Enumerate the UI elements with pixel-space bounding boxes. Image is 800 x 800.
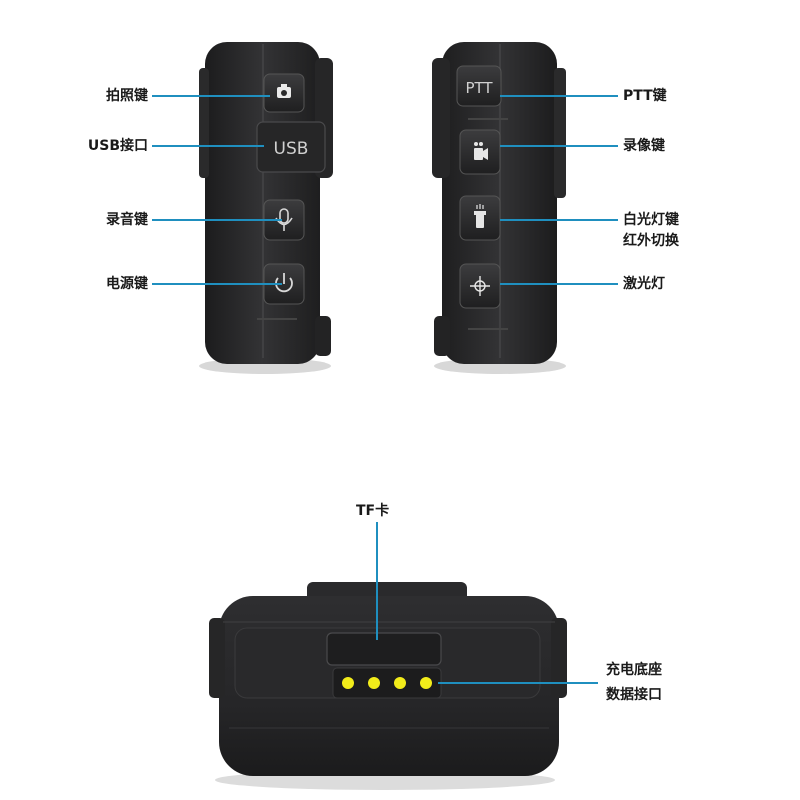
laser-light-leader-line — [500, 283, 618, 285]
tf-card-slot[interactable] — [326, 632, 442, 666]
video-key-leader-line — [500, 145, 618, 147]
laser-button[interactable] — [459, 263, 501, 309]
tf-card-leader-line — [376, 522, 378, 640]
camera-icon — [277, 84, 291, 98]
power-icon — [275, 273, 293, 293]
bottom-device-view — [209, 582, 567, 790]
power-key-leader-line — [152, 283, 282, 285]
flashlight-icon — [474, 204, 486, 228]
flashlight-button[interactable] — [459, 195, 501, 241]
flashlight-key-label-line2: 红外切换 — [623, 233, 679, 249]
ptt-button-text: PTT — [465, 79, 493, 97]
video-key-label: 录像键 — [623, 138, 665, 154]
flashlight-key-label-line1: 白光灯键 — [623, 212, 679, 228]
laser-crosshair-icon — [470, 276, 490, 296]
record-audio-leader-line — [152, 219, 282, 221]
ptt-button[interactable]: PTT — [456, 65, 502, 107]
charging-port-label-line1: 充电底座 — [606, 662, 662, 678]
usb-port-text: USB — [274, 139, 309, 159]
tf-card-label: TF卡 — [356, 503, 390, 519]
photo-key-leader-line — [152, 95, 270, 97]
camera-button[interactable] — [263, 73, 305, 113]
usb-port-leader-line — [152, 145, 264, 147]
flashlight-key-leader-line — [500, 219, 618, 221]
record-audio-key-label: 录音键 — [106, 212, 148, 228]
record-audio-button[interactable] — [263, 199, 305, 241]
charging-pin — [420, 677, 432, 689]
charging-pin — [342, 677, 354, 689]
power-key-label: 电源键 — [106, 276, 148, 292]
charging-pin — [368, 677, 380, 689]
ptt-key-leader-line — [500, 95, 618, 97]
ptt-key-label: PTT键 — [623, 88, 667, 104]
charging-port-leader-line — [438, 682, 598, 684]
laser-light-label: 激光灯 — [623, 276, 665, 292]
usb-port-cover[interactable]: USB — [256, 121, 326, 173]
charging-pin — [394, 677, 406, 689]
usb-port-label: USB接口 — [87, 138, 148, 154]
left-side-device-view: USB — [199, 42, 333, 374]
video-camera-icon — [474, 142, 488, 160]
photo-key-label: 拍照键 — [106, 88, 148, 104]
right-side-device-view: PTT — [432, 42, 566, 374]
video-button[interactable] — [459, 129, 501, 175]
charging-data-port — [332, 667, 442, 699]
charging-port-label-line2: 数据接口 — [606, 687, 662, 703]
